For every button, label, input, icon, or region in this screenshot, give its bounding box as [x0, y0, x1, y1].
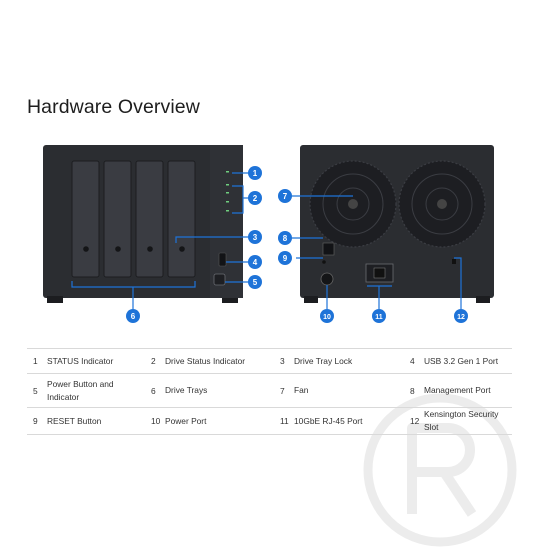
svg-text:2: 2: [253, 194, 258, 203]
legend-number: 9: [27, 407, 47, 435]
back-view: [300, 145, 494, 303]
callout-10: 10: [320, 309, 334, 323]
svg-text:7: 7: [283, 192, 288, 201]
callout-3: 3: [248, 230, 262, 244]
svg-text:9: 9: [283, 254, 288, 263]
legend-number: 11: [274, 407, 294, 435]
svg-text:10: 10: [323, 314, 331, 321]
legend-label: Power Button and Indicator: [47, 373, 145, 408]
callout-8: 8: [278, 231, 292, 245]
svg-text:1: 1: [253, 169, 258, 178]
fan-right: [398, 160, 486, 248]
svg-text:8: 8: [283, 234, 288, 243]
callout-2: 2: [248, 191, 262, 205]
svg-text:6: 6: [131, 312, 136, 321]
legend-number: 4: [404, 348, 424, 374]
legend-number: 3: [274, 348, 294, 374]
legend-label: Kensington Security Slot: [424, 407, 512, 435]
legend-row: 1 STATUS Indicator 2 Drive Status Indica…: [27, 348, 512, 374]
legend-number: 2: [145, 348, 165, 374]
legend-label: Drive Tray Lock: [294, 348, 404, 374]
legend-row: 9 RESET Button 10 Power Port 11 10GbE RJ…: [27, 407, 512, 435]
fan-left: [309, 160, 397, 248]
callout-7: 7: [278, 189, 292, 203]
svg-text:11: 11: [375, 314, 383, 321]
legend-number: 6: [145, 373, 165, 408]
svg-text:12: 12: [457, 314, 465, 321]
drive-trays: [71, 160, 196, 278]
legend-number: 1: [27, 348, 47, 374]
legend-label: Management Port: [424, 373, 512, 408]
callout-6: 6: [126, 309, 140, 323]
legend-number: 10: [145, 407, 165, 435]
legend-label: 10GbE RJ-45 Port: [294, 407, 404, 435]
legend-number: 8: [404, 373, 424, 408]
legend-label: Drive Status Indicator: [165, 348, 274, 374]
legend-label: STATUS Indicator: [47, 348, 145, 374]
legend-number: 7: [274, 373, 294, 408]
legend-label: RESET Button: [47, 407, 145, 435]
legend-label: Fan: [294, 373, 404, 408]
legend-number: 12: [404, 407, 424, 435]
legend-number: 5: [27, 373, 47, 408]
callout-4: 4: [248, 255, 262, 269]
callout-markers: 1 2 3 4 5 6 7 8 9 10 11 12: [126, 166, 468, 323]
device-illustration: 1 2 3 4 5 6 7 8 9 10 11 12: [43, 145, 494, 323]
legend-row: 5 Power Button and Indicator 6 Drive Tra…: [27, 373, 512, 408]
legend-label: Power Port: [165, 407, 274, 435]
svg-text:3: 3: [253, 233, 258, 242]
callout-12: 12: [454, 309, 468, 323]
svg-text:5: 5: [253, 278, 258, 287]
legend-label: USB 3.2 Gen 1 Port: [424, 348, 512, 374]
callout-11: 11: [372, 309, 386, 323]
callout-5: 5: [248, 275, 262, 289]
svg-text:4: 4: [253, 258, 258, 267]
callout-1: 1: [248, 166, 262, 180]
component-legend-table: 1 STATUS Indicator 2 Drive Status Indica…: [27, 348, 512, 435]
legend-label: Drive Trays: [165, 373, 274, 408]
page-title: Hardware Overview: [27, 96, 200, 118]
front-view: [43, 145, 243, 303]
callout-9: 9: [278, 251, 292, 265]
